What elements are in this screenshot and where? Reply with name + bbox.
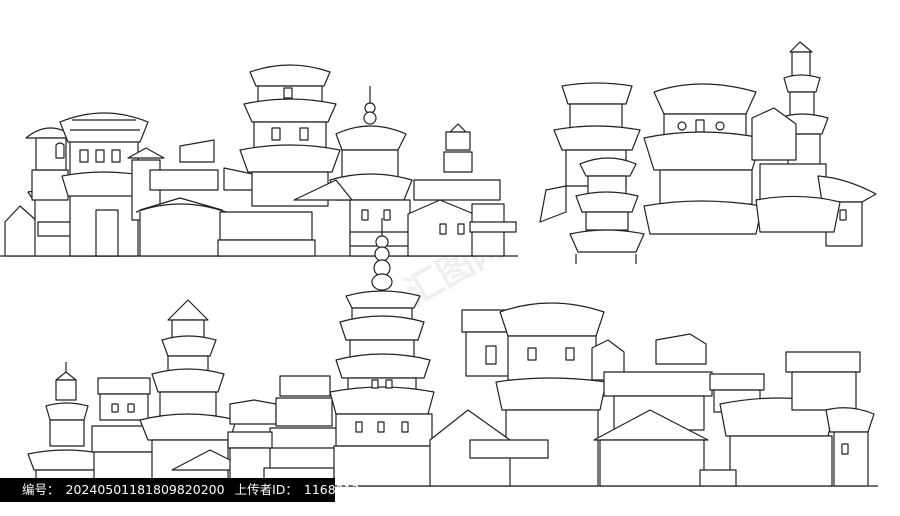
pagoda-tall-left <box>139 299 251 487</box>
buildings-right-bottom <box>591 333 875 487</box>
pagoda-far-left <box>27 362 105 487</box>
pavilion-central <box>643 83 763 235</box>
town-cluster-bottom <box>20 218 878 487</box>
hall-two-story <box>59 112 149 257</box>
tower-central-tall <box>239 64 341 207</box>
tower-small-front <box>569 157 645 264</box>
pagoda-stupa-central <box>329 218 435 487</box>
watermark-info-bar: 编号： 20240501181809820200 上传者ID： 1168913 <box>0 478 360 502</box>
hall-main-right <box>429 302 607 487</box>
id-value: 20240501181809820200 <box>65 482 225 497</box>
town-cluster-top-right <box>539 41 877 264</box>
low-roofs-middle-left <box>227 375 339 487</box>
id-label: 编号： <box>22 482 60 497</box>
stupa-hall <box>293 86 413 257</box>
buildings-right <box>751 107 877 247</box>
uploader-label: 上传者ID： <box>234 482 298 497</box>
pagoda-small-right <box>407 123 517 257</box>
town-cluster-top-left <box>0 64 518 257</box>
uploader-value: 1168913 <box>303 482 360 497</box>
